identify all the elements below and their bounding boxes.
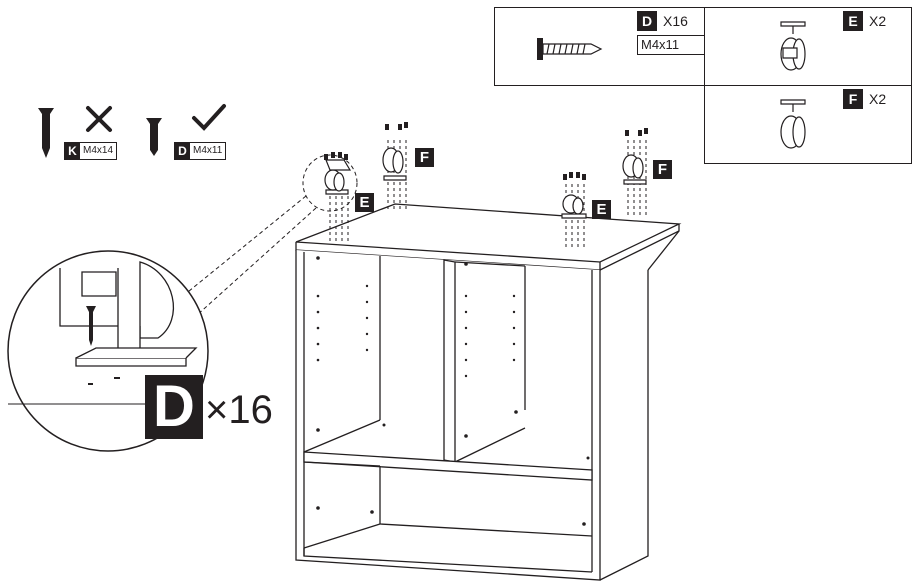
- screw-size-right: M4x11: [193, 145, 223, 156]
- cross-icon: [86, 106, 112, 132]
- right-screw-icon: [146, 118, 162, 156]
- wrong-screw-icon: [38, 108, 54, 158]
- parts-size-d: M4x11: [637, 35, 705, 55]
- parts-tag-f: F: [843, 89, 863, 109]
- parts-qty-f: X2: [869, 91, 887, 107]
- detail-qty: ×16: [205, 388, 273, 432]
- caster-icon: [780, 99, 806, 149]
- shelf-pin-holes: [316, 256, 590, 526]
- detail-highlight: [302, 154, 358, 212]
- cabinet-shelf: [303, 451, 593, 481]
- caster-front-right: [561, 194, 587, 219]
- screw-tag-d: D: [175, 143, 190, 159]
- callout-back-right: F: [653, 160, 672, 179]
- screw-size-wrong: M4x14: [83, 145, 114, 156]
- detail-tag-d: D: [145, 375, 203, 439]
- check-icon: [192, 104, 226, 131]
- callout-front-left: E: [355, 193, 374, 212]
- parts-qty-d: X16: [663, 13, 688, 29]
- cabinet-divider: [443, 259, 456, 463]
- screw-guide-icons: [38, 104, 226, 158]
- caster-with-brake-icon: [780, 21, 806, 71]
- parts-cell-screw: D X16 M4x11: [494, 7, 705, 86]
- callout-front-right: E: [592, 200, 611, 219]
- detail-screw-icon: [86, 306, 96, 346]
- screw-icon: [537, 38, 603, 60]
- parts-cell-caster-brake: E X2: [704, 7, 912, 86]
- parts-tag-e: E: [843, 11, 863, 31]
- callout-back-left: F: [415, 148, 434, 167]
- parts-qty-e: X2: [869, 13, 887, 29]
- small-screws: [324, 122, 648, 180]
- screw-tag-k: K: [65, 143, 80, 159]
- parts-tag-d: D: [637, 11, 657, 31]
- caster-back-left: [382, 147, 407, 181]
- parts-table: D X16 M4x11 E X2 F X2: [494, 7, 912, 164]
- caster-front-left: [324, 159, 352, 195]
- screw-label-right: D M4x11: [174, 142, 227, 160]
- screw-label-wrong: K M4x14: [64, 142, 118, 160]
- parts-cell-caster-plain: F X2: [704, 85, 912, 164]
- caster-back-right: [622, 154, 647, 185]
